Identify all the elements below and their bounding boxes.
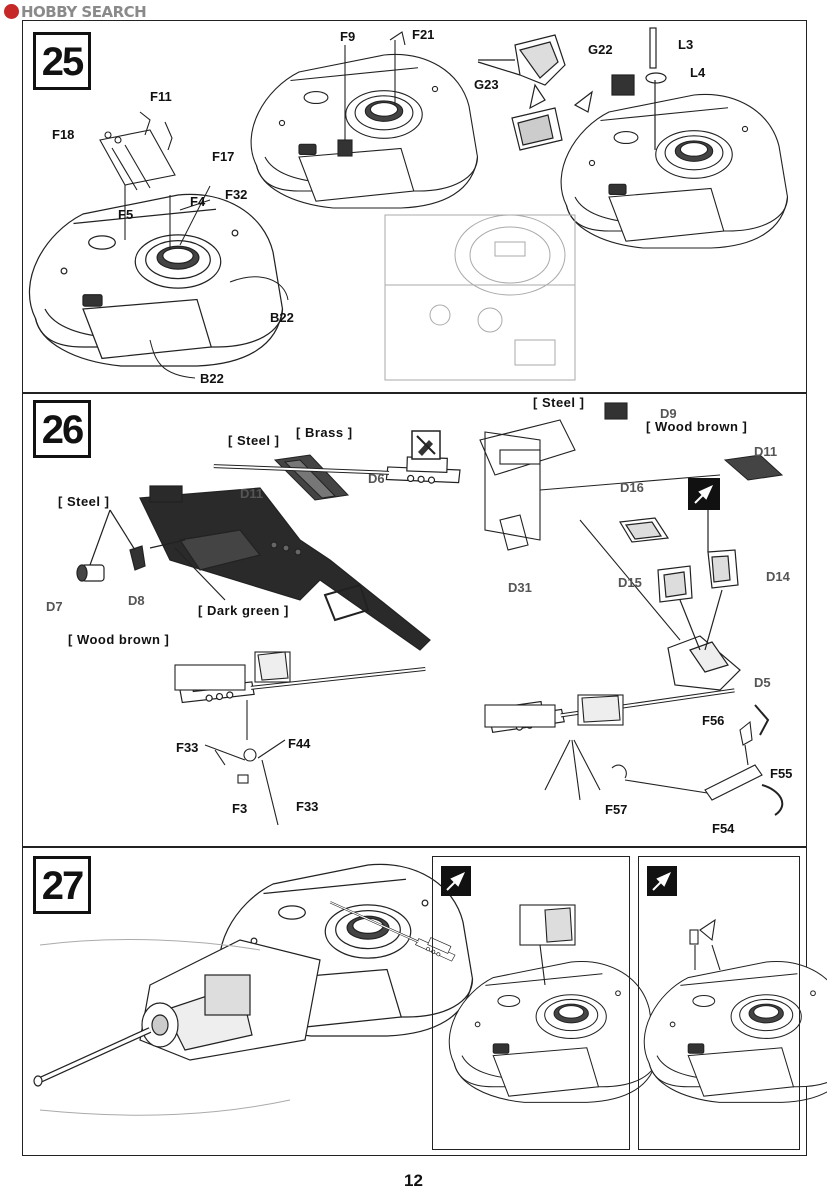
note-steel-d9: [ Steel ] <box>533 395 585 410</box>
part-label-d14: D14 <box>766 569 790 584</box>
note-steel-belt: [ Steel ] <box>228 433 280 448</box>
part-label-d15: D15 <box>618 575 642 590</box>
part-label-f57: F57 <box>605 802 628 817</box>
part-label-d16: D16 <box>620 480 644 495</box>
part-label-f33-lower: F33 <box>296 799 319 814</box>
part-label-f11: F11 <box>150 89 172 104</box>
part-label-f17: F17 <box>212 149 235 164</box>
hobby-search-logo: HOBBY SEARCH <box>4 3 147 21</box>
part-label-f21: F21 <box>412 27 435 42</box>
part-label-d31: D31 <box>508 580 532 595</box>
note-steel-parts: [ Steel ] <box>58 494 110 509</box>
option-arrow-icon <box>441 866 471 896</box>
step27-option-panel-a <box>432 856 630 1150</box>
note-dark-green: [ Dark green ] <box>198 603 289 618</box>
part-label-l3: L3 <box>678 37 694 52</box>
part-label-b22-upper: B22 <box>270 310 294 325</box>
step-number-25: 25 <box>33 32 91 90</box>
page-number: 12 <box>404 1171 423 1190</box>
part-label-f4: F4 <box>190 194 206 209</box>
step27-option-panel-b <box>638 856 800 1150</box>
option-arrow-icon <box>647 866 677 896</box>
part-label-g22: G22 <box>588 42 613 57</box>
part-label-d9: D9 <box>660 406 677 421</box>
part-label-f55: F55 <box>770 766 793 781</box>
part-label-d6: D6 <box>368 471 385 486</box>
part-label-b22-lower: B22 <box>200 371 224 386</box>
divider-26-27 <box>23 846 806 848</box>
note-wood-brown-grip: [ Wood brown ] <box>68 632 170 647</box>
part-label-f54: F54 <box>712 821 735 836</box>
part-label-f32: F32 <box>225 187 248 202</box>
hobby-search-logo-icon <box>4 4 19 19</box>
part-label-f9: F9 <box>340 29 356 44</box>
no-glue-icon <box>411 430 441 460</box>
part-label-d5: D5 <box>754 675 771 690</box>
step-number-27: 27 <box>33 856 91 914</box>
divider-25-26 <box>23 392 806 394</box>
part-label-d11-left: D11 <box>240 486 264 501</box>
part-label-f56: F56 <box>702 713 725 728</box>
part-label-d7: D7 <box>46 599 63 614</box>
note-wood-brown-d9: [ Wood brown ] <box>646 419 748 434</box>
part-label-f44: F44 <box>288 736 311 751</box>
part-label-l4: L4 <box>690 65 706 80</box>
option-arrow-icon <box>688 478 720 510</box>
step-number-26: 26 <box>33 400 91 458</box>
part-label-d8: D8 <box>128 593 145 608</box>
note-brass-belt: [ Brass ] <box>296 425 353 440</box>
part-label-f33-upper: F33 <box>176 740 199 755</box>
part-label-f5: F5 <box>118 207 134 222</box>
part-label-f3: F3 <box>232 801 248 816</box>
part-label-g23: G23 <box>474 77 499 92</box>
part-label-d11-right: D11 <box>754 444 778 459</box>
part-label-f18: F18 <box>52 127 75 142</box>
instruction-frame <box>22 20 807 1156</box>
